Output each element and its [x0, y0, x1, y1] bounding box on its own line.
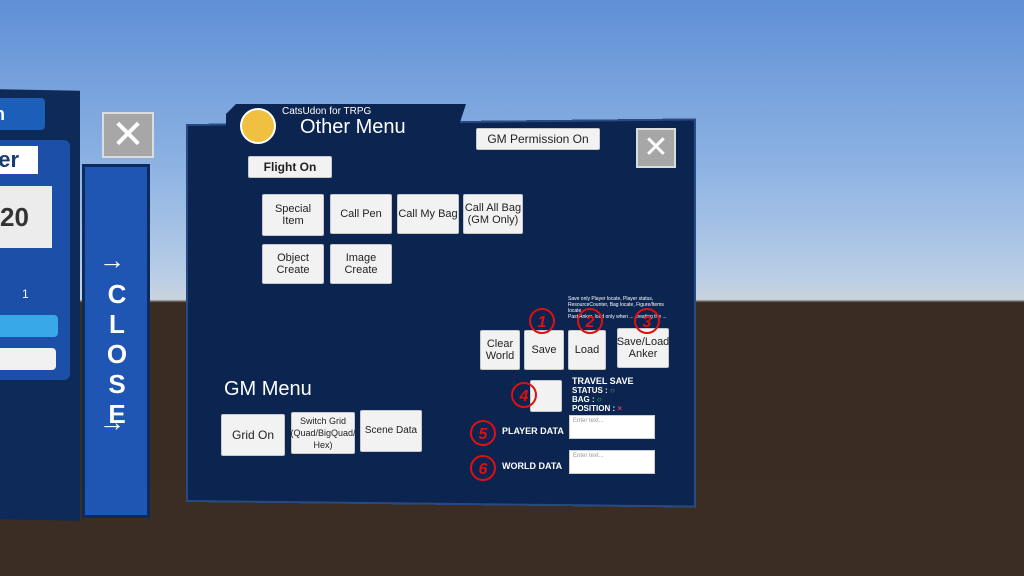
grid-on-button[interactable]: Grid On [221, 414, 285, 456]
position-ng-icon: × [617, 404, 623, 413]
world-data-label: WORLD DATA [502, 461, 563, 471]
annotation-5: 5 [470, 420, 496, 446]
left-panel-count: 1 [22, 287, 29, 301]
switch-grid-button[interactable]: Switch Grid (Quad/BigQuad/ Hex) [290, 412, 356, 454]
clear-world-button[interactable]: Clear World [480, 330, 520, 370]
position-text: POSITION : [572, 404, 616, 413]
player-data-input[interactable]: Enter text... [569, 415, 655, 439]
annotation-3: 3 [634, 308, 660, 334]
scene-data-button[interactable]: Scene Data [360, 410, 422, 452]
d20-icon[interactable]: 20 [0, 186, 52, 248]
call-my-bag-button[interactable]: Call My Bag [397, 194, 459, 234]
catsudon-logo-icon [240, 108, 276, 144]
flight-button[interactable]: Flight On [248, 156, 332, 178]
object-create-button[interactable]: Object Create [262, 244, 324, 284]
left-panel-field[interactable] [0, 348, 56, 370]
world-data-input[interactable]: Enter text... [569, 450, 655, 474]
close-icon[interactable]: ✕ [636, 128, 676, 168]
arrow-right-icon: → [99, 245, 125, 275]
annotation-2: 2 [577, 308, 603, 334]
annotation-4: 4 [511, 382, 537, 408]
left-panel-inner [0, 140, 70, 380]
special-item-button[interactable]: Special Item [262, 194, 324, 236]
save-load-anker-button[interactable]: Save/Load Anker [617, 328, 669, 368]
call-pen-button[interactable]: Call Pen [330, 194, 392, 234]
anker-note: Past Anker, load only when ... creating … [568, 314, 667, 320]
left-panel-title: ser [0, 146, 38, 174]
arrow-right-icon: → [99, 407, 125, 437]
gm-menu-heading: GM Menu [224, 378, 312, 400]
status-label: STATUS : ○ [572, 386, 615, 395]
player-data-label: PLAYER DATA [502, 426, 564, 436]
position-label: POSITION : × [572, 404, 622, 413]
logo-subtitle: CatsUdon for TRPG [282, 106, 372, 117]
page-title: Other Menu [300, 116, 406, 138]
annotation-6: 6 [470, 455, 496, 481]
status-ok-icon: ○ [609, 386, 615, 395]
close-label: CLOSE [106, 279, 130, 429]
bag-ok-icon: ○ [596, 395, 602, 404]
bag-text: BAG : [572, 395, 595, 404]
travel-save-label: TRAVEL SAVE [572, 376, 634, 386]
annotation-1: 1 [529, 308, 555, 334]
status-text: STATUS : [572, 386, 608, 395]
close-bar-button[interactable]: → CLOSE → [82, 164, 150, 518]
left-panel-tab[interactable]: n [0, 98, 45, 130]
save-button[interactable]: Save [524, 330, 564, 370]
call-all-bag-button[interactable]: Call All Bag (GM Only) [463, 194, 523, 234]
left-close-icon[interactable]: ✕ [102, 112, 154, 158]
save-note: Save only Player locate, Player status, … [568, 296, 664, 314]
image-create-button[interactable]: Image Create [330, 244, 392, 284]
bag-label: BAG : ○ [572, 395, 602, 404]
gm-permission-button[interactable]: GM Permission On [476, 128, 600, 150]
left-panel-button[interactable] [0, 315, 58, 337]
die-value: 20 [0, 202, 29, 232]
load-button[interactable]: Load [568, 330, 606, 370]
